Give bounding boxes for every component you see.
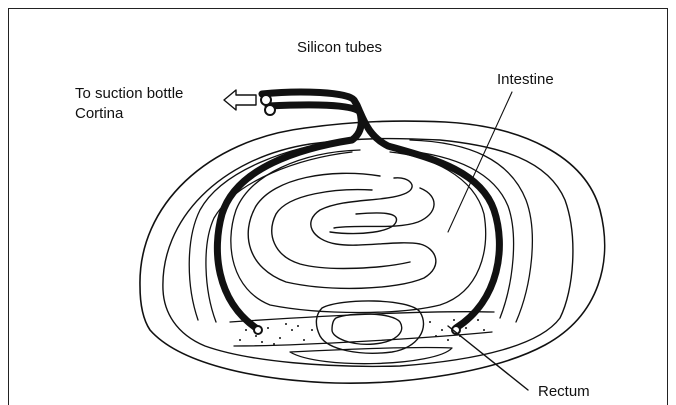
- inner-wall-line: [163, 139, 573, 367]
- label-silicon-tubes: Silicon tubes: [297, 38, 382, 58]
- label-intestine: Intestine: [497, 70, 554, 90]
- intestine-coil-inner-2: [330, 213, 397, 234]
- tube-tip-left: [254, 326, 262, 334]
- intestine-coil-inner: [334, 188, 434, 228]
- peritoneum-line-right-1: [410, 140, 532, 322]
- label-suction-bottle: To suction bottle: [75, 84, 183, 104]
- tube-end-left: [261, 95, 271, 105]
- suction-arrow-icon: [224, 90, 256, 110]
- silicon-tube-left: [217, 92, 361, 328]
- label-rectum: Rectum: [538, 382, 590, 402]
- pelvic-layer-3: [290, 347, 452, 363]
- tube-end-left-2: [265, 105, 275, 115]
- label-cortina: Cortina: [75, 104, 123, 124]
- rectum-inner: [332, 314, 402, 344]
- intestine-coil-middle: [272, 190, 410, 269]
